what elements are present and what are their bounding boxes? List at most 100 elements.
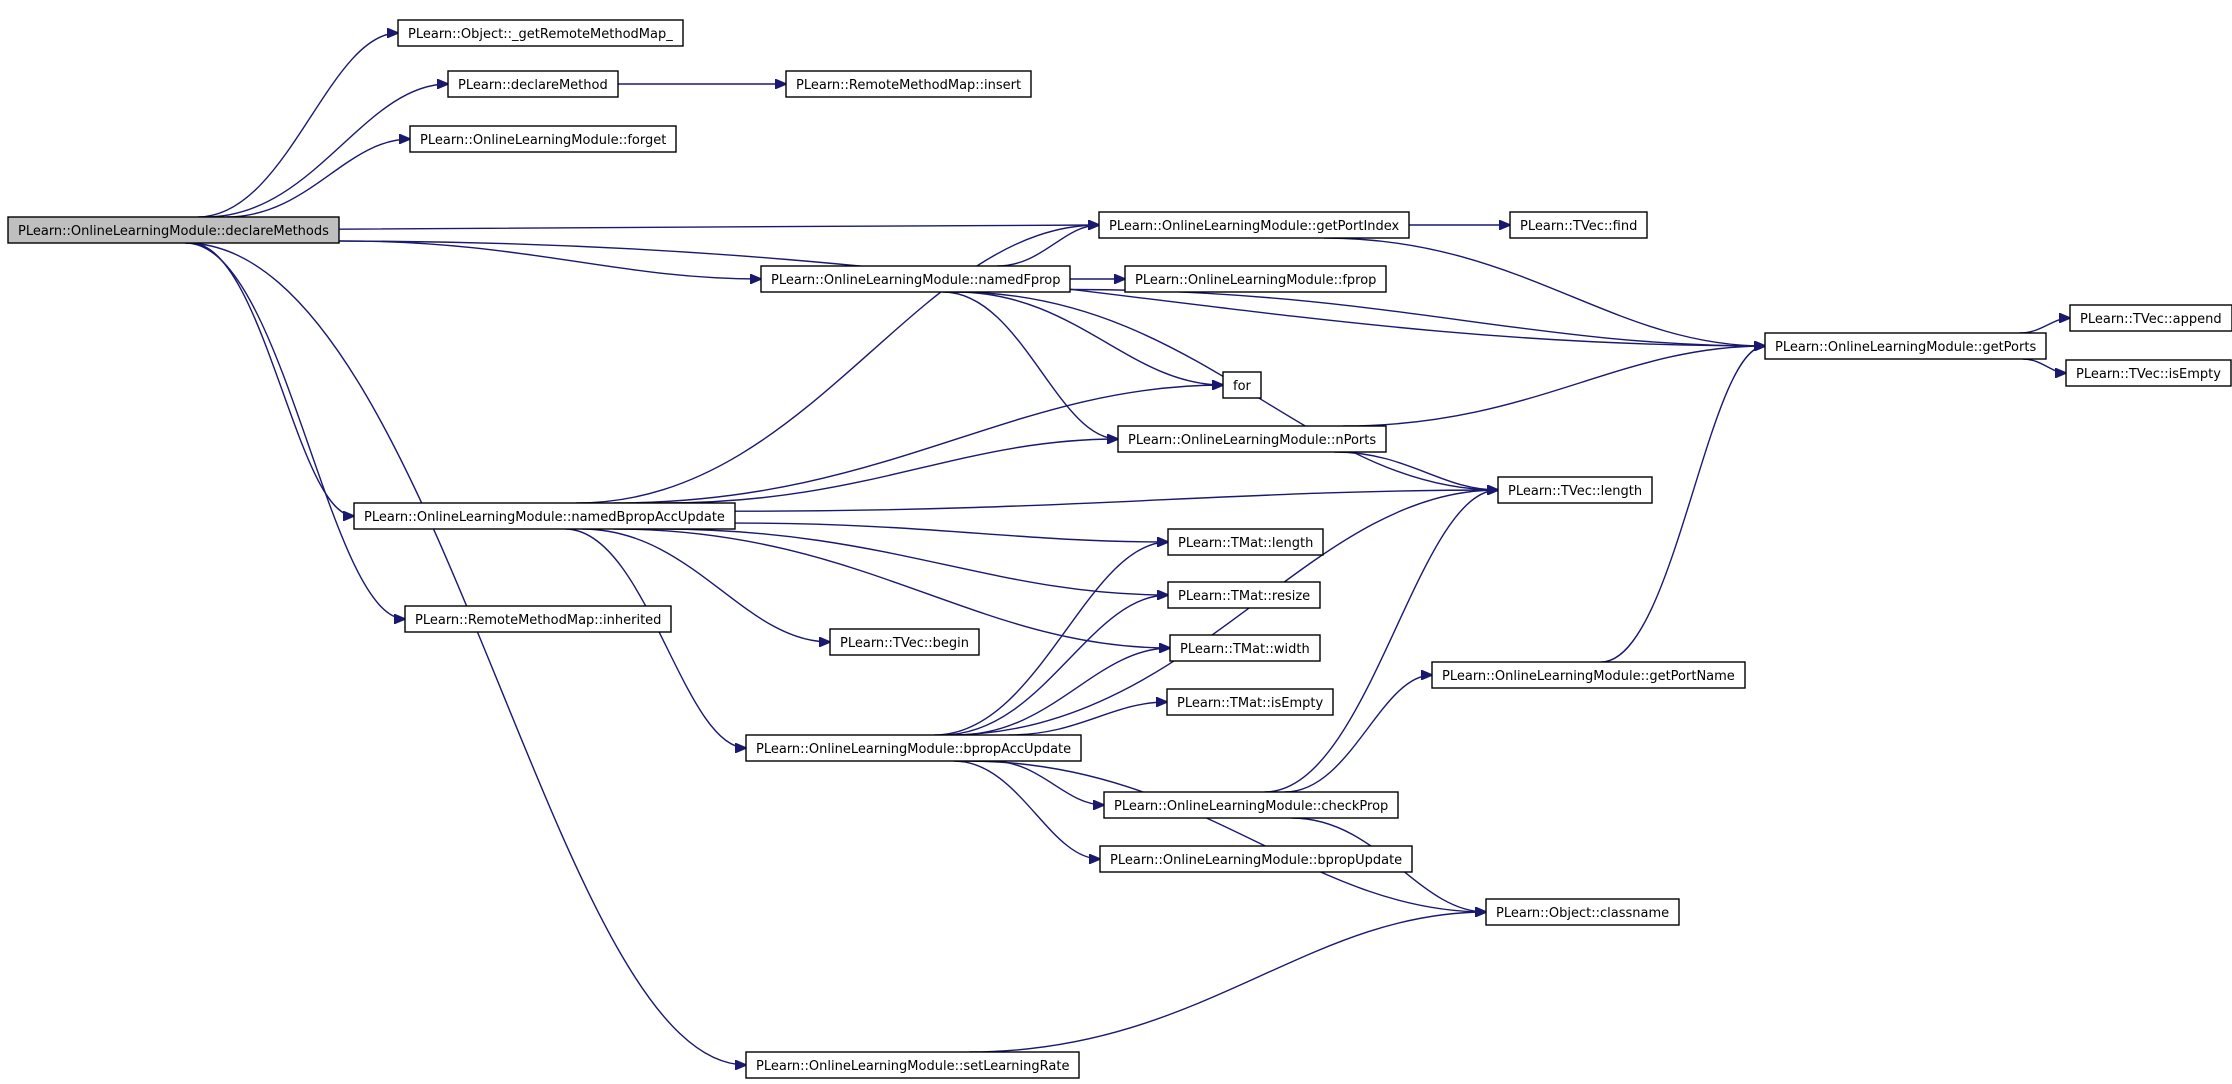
node-for[interactable]: for <box>1222 371 1262 399</box>
node-label: PLearn::OnlineLearningModule::getPortInd… <box>1109 219 1400 234</box>
node-label: PLearn::OnlineLearningModule::getPortNam… <box>1442 669 1735 684</box>
node-box <box>1099 845 1413 873</box>
node-label: for <box>1233 379 1252 394</box>
edge-getPortIndex-to-getPorts <box>1323 237 1765 346</box>
node-getPortIndex[interactable]: PLearn::OnlineLearningModule::getPortInd… <box>1098 211 1410 239</box>
node-namedBpropAccUpdate[interactable]: PLearn::OnlineLearningModule::namedBprop… <box>353 502 736 530</box>
node-box <box>353 502 736 530</box>
node-namedFprop[interactable]: PLearn::OnlineLearningModule::namedFprop <box>760 265 1071 293</box>
edge-bpropAccUpdate-to-tmatLength <box>934 542 1169 736</box>
edge-checkProp-to-getPortName <box>1284 675 1432 793</box>
node-label: PLearn::declareMethod <box>458 78 608 93</box>
node-bpropUpdate[interactable]: PLearn::OnlineLearningModule::bpropUpdat… <box>1099 845 1413 873</box>
node-tmatLength[interactable]: PLearn::TMat::length <box>1167 528 1324 556</box>
node-inherited[interactable]: PLearn::RemoteMethodMap::inherited <box>404 605 672 633</box>
node-box <box>1222 371 1262 399</box>
edge-checkProp-to-tvecLength <box>1264 490 1498 793</box>
node-box <box>745 1051 1080 1079</box>
node-label: PLearn::OnlineLearningModule::nPorts <box>1128 433 1376 448</box>
node-checkProp[interactable]: PLearn::OnlineLearningModule::checkProp <box>1103 791 1399 819</box>
node-label: PLearn::TMat::isEmpty <box>1177 696 1324 711</box>
node-label: PLearn::OnlineLearningModule::setLearnin… <box>756 1059 1069 1074</box>
edge-bpropAccUpdate-to-tmatResize <box>941 595 1168 736</box>
node-label: PLearn::OnlineLearningModule::bpropAccUp… <box>756 742 1071 757</box>
nodes-layer: PLearn::OnlineLearningModule::declareMet… <box>7 19 2232 1079</box>
edge-namedBpropAccUpdate-to-tmatWidth <box>613 528 1171 648</box>
node-declareMethods[interactable]: PLearn::OnlineLearningModule::declareMet… <box>7 216 340 244</box>
node-label: PLearn::OnlineLearningModule::getPorts <box>1775 340 2036 355</box>
node-fprop[interactable]: PLearn::OnlineLearningModule::fprop <box>1124 265 1387 293</box>
edge-declareMethods-to-declareMethod <box>205 84 449 218</box>
node-setLearningRate[interactable]: PLearn::OnlineLearningModule::setLearnin… <box>745 1051 1080 1079</box>
edge-nPorts-to-getPorts <box>1343 346 1765 427</box>
node-box <box>1103 791 1399 819</box>
edge-namedBpropAccUpdate-to-tvecLength <box>734 490 1498 512</box>
edge-namedBpropAccUpdate-to-tmatLength <box>734 522 1168 542</box>
edge-declareMethods-to-getPorts <box>338 240 1765 346</box>
node-label: PLearn::TMat::length <box>1178 536 1313 551</box>
node-box <box>1497 476 1653 504</box>
node-classname[interactable]: PLearn::Object::classname <box>1485 898 1680 926</box>
node-box <box>829 628 980 656</box>
node-label: PLearn::TVec::find <box>1520 219 1637 234</box>
edge-namedBpropAccUpdate-to-nPorts <box>663 439 1118 504</box>
node-append[interactable]: PLearn::TVec::append <box>2069 304 2232 332</box>
node-box <box>1166 688 1334 716</box>
edge-declareMethods-to-forget <box>226 139 410 218</box>
node-box <box>1485 898 1680 926</box>
node-getRemoteMethodMap[interactable]: PLearn::Object::_getRemoteMethodMap_ <box>397 19 684 47</box>
node-label: PLearn::Object::_getRemoteMethodMap_ <box>408 27 673 42</box>
node-getPortName[interactable]: PLearn::OnlineLearningModule::getPortNam… <box>1431 661 1746 689</box>
node-nPorts[interactable]: PLearn::OnlineLearningModule::nPorts <box>1117 425 1387 453</box>
node-find[interactable]: PLearn::TVec::find <box>1509 211 1648 239</box>
node-getPorts[interactable]: PLearn::OnlineLearningModule::getPorts <box>1764 332 2047 360</box>
node-tvecLength[interactable]: PLearn::TVec::length <box>1497 476 1653 504</box>
edge-namedFprop-to-getPortIndex <box>996 225 1099 267</box>
edge-declareMethods-to-inherited <box>185 242 405 619</box>
node-label: PLearn::TVec::length <box>1508 484 1642 499</box>
node-tmatIsEmpty[interactable]: PLearn::TMat::isEmpty <box>1166 688 1334 716</box>
node-box <box>1169 634 1321 662</box>
node-begin[interactable]: PLearn::TVec::begin <box>829 628 980 656</box>
node-declareMethod[interactable]: PLearn::declareMethod <box>447 70 619 98</box>
node-box <box>760 265 1071 293</box>
node-insert[interactable]: PLearn::RemoteMethodMap::insert <box>785 70 1032 98</box>
node-label: PLearn::TVec::append <box>2080 312 2222 327</box>
edge-namedFprop-to-nPorts <box>942 291 1118 439</box>
node-tmatWidth[interactable]: PLearn::TMat::width <box>1169 634 1321 662</box>
node-label: PLearn::TMat::width <box>1180 642 1310 657</box>
edge-bpropAccUpdate-to-tvecLength <box>946 490 1498 736</box>
node-label: PLearn::Object::classname <box>1496 906 1669 921</box>
node-box <box>397 19 684 47</box>
node-tmatResize[interactable]: PLearn::TMat::resize <box>1167 581 1321 609</box>
node-box <box>1124 265 1387 293</box>
node-box <box>1167 581 1321 609</box>
edge-declareMethods-to-namedFprop <box>338 240 761 279</box>
edge-setLearningRate-to-classname <box>969 912 1486 1053</box>
edge-declareMethods-to-namedBpropAccUpdate <box>190 242 354 516</box>
node-label: PLearn::OnlineLearningModule::checkProp <box>1114 799 1388 814</box>
node-box <box>1098 211 1410 239</box>
node-label: PLearn::OnlineLearningModule::declareMet… <box>18 224 329 239</box>
edge-namedBpropAccUpdate-to-for <box>613 385 1223 504</box>
node-box <box>7 216 340 244</box>
node-box <box>785 70 1032 98</box>
node-label: PLearn::OnlineLearningModule::forget <box>420 133 666 148</box>
node-tvecIsEmpty[interactable]: PLearn::TVec::isEmpty <box>2065 359 2232 387</box>
node-label: PLearn::TVec::isEmpty <box>2076 367 2221 382</box>
node-forget[interactable]: PLearn::OnlineLearningModule::forget <box>409 125 677 153</box>
node-box <box>409 125 677 153</box>
node-label: PLearn::OnlineLearningModule::namedFprop <box>771 273 1060 288</box>
edge-bpropAccUpdate-to-bpropUpdate <box>953 760 1100 859</box>
edge-declareMethods-to-getRemoteMethodMap <box>197 33 398 218</box>
edge-getPorts-to-append <box>2019 318 2071 334</box>
node-bpropAccUpdate[interactable]: PLearn::OnlineLearningModule::bpropAccUp… <box>745 734 1082 762</box>
node-box <box>2069 304 2232 332</box>
node-box <box>745 734 1082 762</box>
node-box <box>2065 359 2232 387</box>
edges-layer <box>184 33 2071 1065</box>
edge-getPorts-to-tvecIsEmpty <box>2022 358 2067 373</box>
node-box <box>1509 211 1648 239</box>
edge-namedFprop-to-getPorts <box>1069 288 1765 347</box>
